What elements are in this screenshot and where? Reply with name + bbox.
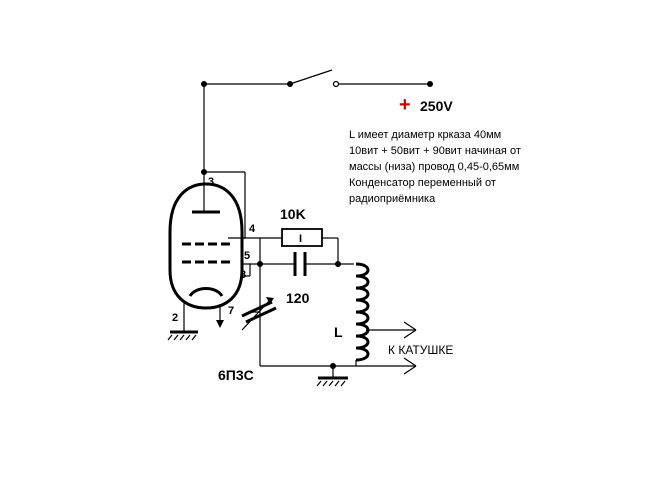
- plus-sign: +: [399, 94, 411, 116]
- pin-8-label: 8: [240, 269, 246, 281]
- pin-7-label: 7: [228, 305, 234, 317]
- pin-5-label: 5: [244, 250, 250, 262]
- note-line-3: массы (низа) провод 0,45-0,65мм: [349, 161, 519, 173]
- note-line-2: 10вит + 50вит + 90вит начиная от: [349, 145, 521, 157]
- pin-2-ground: [167, 300, 198, 341]
- resistor-value-label: 10K: [280, 206, 306, 222]
- note-text: L имеет диаметр крказа 40мм 10вит + 50ви…: [349, 129, 521, 205]
- supply-voltage-label: 250V: [420, 98, 453, 114]
- note-line-1: L имеет диаметр крказа 40мм: [349, 129, 501, 141]
- power-switch: [289, 69, 433, 88]
- output-arrows: [372, 321, 417, 375]
- note-line-5: радиоприёмника: [349, 193, 436, 205]
- pin-7-arrow: [216, 304, 224, 328]
- coil-label: L: [334, 324, 343, 340]
- resistor-mark: I: [299, 233, 302, 245]
- pin-3-label: 3: [208, 176, 214, 188]
- pin-2-label: 2: [172, 312, 178, 324]
- capacitor-120: [260, 252, 350, 276]
- supply-line: [201, 81, 293, 175]
- capacitor-value-label: 120: [286, 290, 310, 306]
- coil-l: [350, 262, 372, 366]
- note-line-4: Конденсатор переменный от: [349, 177, 496, 189]
- resistor-10k: [260, 228, 339, 264]
- ground-rail: [260, 363, 416, 387]
- vacuum-tube: [168, 182, 244, 310]
- output-label: К КАТУШКЕ: [388, 343, 453, 357]
- tube-name-label: 6П3С: [218, 367, 254, 383]
- pin-4-label: 4: [249, 223, 256, 235]
- variable-capacitor: [241, 297, 277, 331]
- cathode: [188, 287, 224, 297]
